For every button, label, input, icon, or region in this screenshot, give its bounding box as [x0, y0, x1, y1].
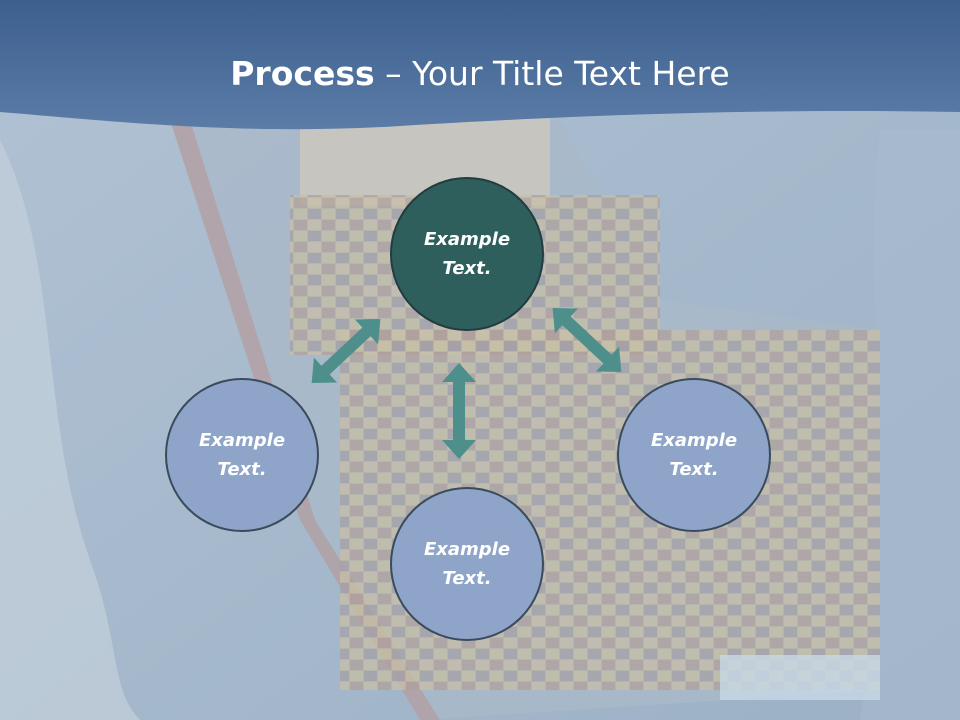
- title-band: [0, 0, 960, 130]
- arrow-top-left: [311, 318, 381, 384]
- process-node-right: Example Text.: [617, 378, 771, 532]
- process-node-left: Example Text.: [165, 378, 319, 532]
- process-node-bottom: Example Text.: [390, 487, 544, 641]
- process-node-top: Example Text.: [390, 177, 544, 331]
- node-bottom-label: Example Text.: [423, 539, 511, 589]
- node-left-label: Example Text.: [198, 430, 286, 480]
- title-bold: Process: [230, 54, 375, 93]
- node-right-label: Example Text.: [650, 430, 738, 480]
- arrow-top-right: [552, 307, 622, 373]
- slide-title: Process – Your Title Text Here: [0, 52, 960, 96]
- node-top-label: Example Text.: [423, 229, 511, 279]
- arrow-vertical: [442, 363, 476, 459]
- title-rest: – Your Title Text Here: [374, 54, 730, 93]
